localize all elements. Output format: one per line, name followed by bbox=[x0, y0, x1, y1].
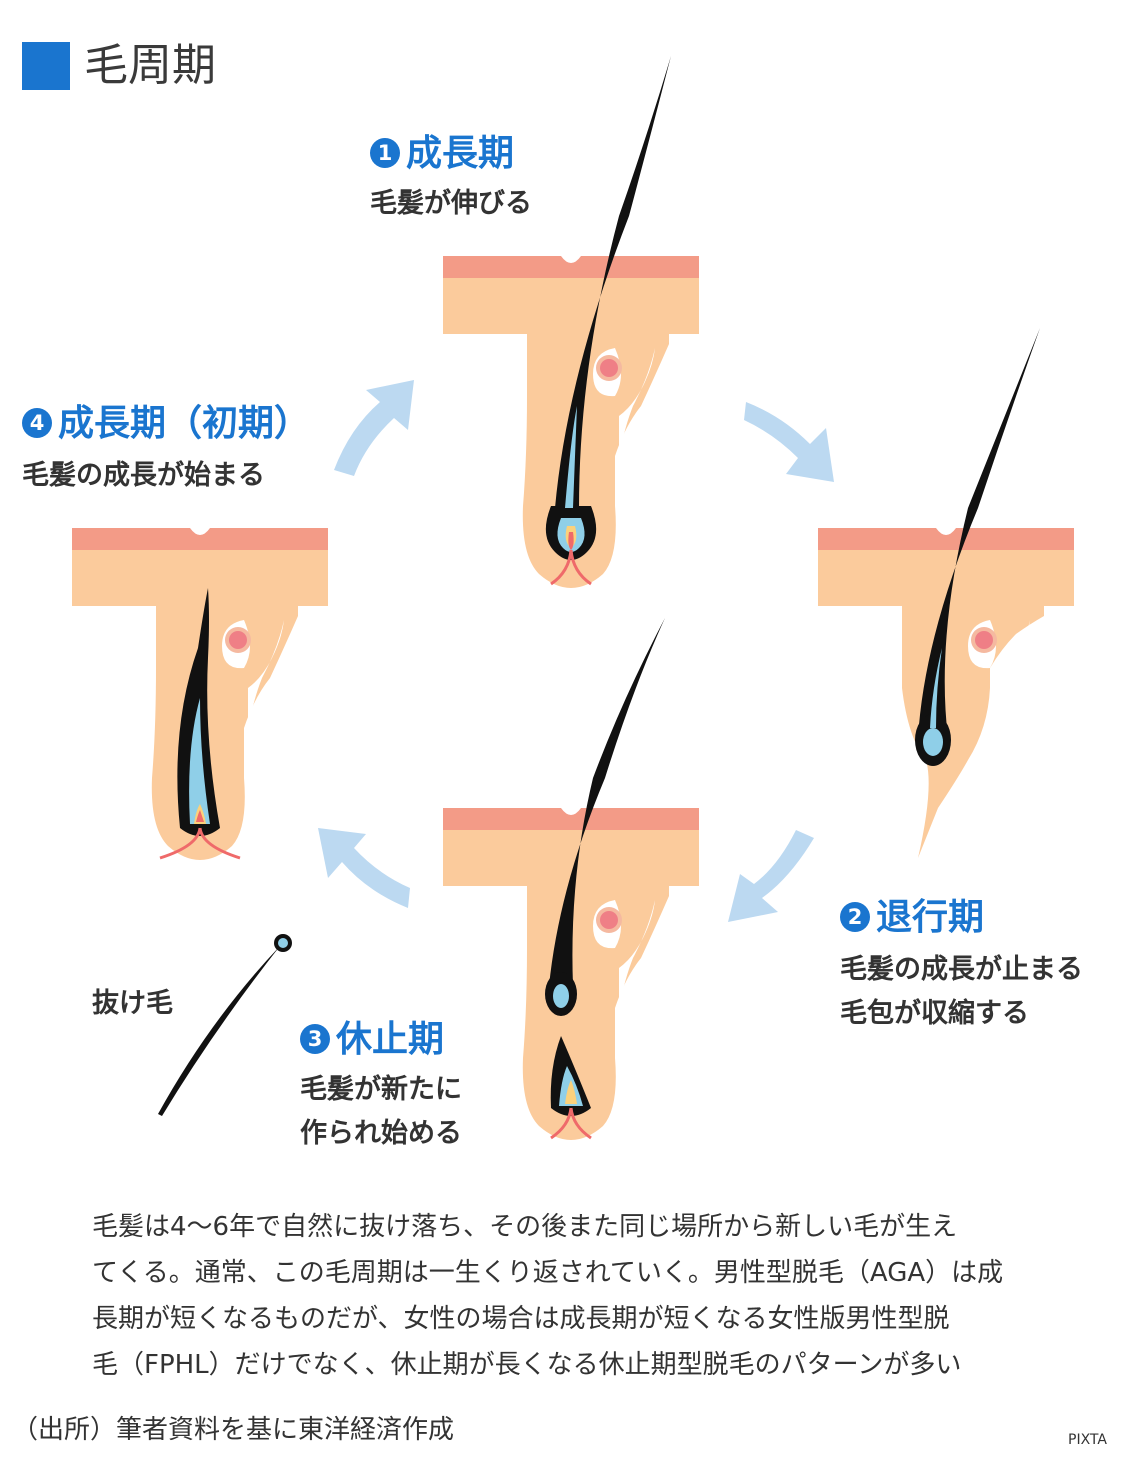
phase-3-desc-line-1: 毛髪が新たに bbox=[300, 1074, 462, 1105]
phase-1-number: 1 bbox=[370, 138, 400, 168]
arrow-telogen-to-early-anagen bbox=[318, 828, 410, 908]
cycle-arrows bbox=[318, 380, 834, 922]
hair-cycle-diagram bbox=[72, 56, 1074, 1140]
phase-2-desc-line-1: 毛髪の成長が止まる bbox=[840, 954, 1083, 985]
shed-hair-label: 抜け毛 bbox=[92, 988, 173, 1019]
phase-3-number: 3 bbox=[300, 1024, 330, 1054]
follicle-anagen bbox=[443, 56, 699, 588]
arrow-catagen-to-telogen bbox=[728, 830, 814, 922]
caption-line: てくる。通常、この毛周期は一生くり返されていく。男性型脱毛（AGA）は成 bbox=[92, 1258, 1004, 1288]
caption-line: 毛（FPHL）だけでなく、休止期が長くなる休止期型脱毛のパターンが多い bbox=[92, 1350, 962, 1380]
phase-2-desc-line-2: 毛包が収縮する bbox=[840, 998, 1029, 1029]
phase-4-desc: 毛髪の成長が始まる bbox=[22, 460, 265, 491]
caption-line: 長期が短くなるものだが、女性の場合は成長期が短くなる女性版男性型脱 bbox=[92, 1304, 950, 1334]
caption: 毛髪は4〜6年で自然に抜け落ち、その後また同じ場所から新しい毛が生え てくる。通… bbox=[92, 1204, 1072, 1388]
phase-3-desc-line-2: 作られ始める bbox=[300, 1118, 462, 1149]
page-title: 毛周期 bbox=[84, 40, 216, 91]
source-note: （出所）筆者資料を基に東洋経済作成 bbox=[12, 1415, 455, 1445]
phase-4-number: 4 bbox=[22, 408, 52, 438]
image-credit: PIXTA bbox=[1068, 1432, 1107, 1448]
phase-1-desc: 毛髪が伸びる bbox=[370, 188, 532, 219]
phase-2-number: 2 bbox=[840, 902, 870, 932]
follicle-catagen bbox=[818, 328, 1074, 858]
arrow-early-anagen-to-anagen bbox=[334, 380, 414, 476]
follicle-early-anagen bbox=[72, 528, 328, 860]
title-marker bbox=[22, 42, 70, 90]
arrow-anagen-to-catagen bbox=[744, 402, 834, 482]
caption-line: 毛髪は4〜6年で自然に抜け落ち、その後また同じ場所から新しい毛が生え bbox=[92, 1212, 958, 1242]
shed-hair bbox=[158, 934, 292, 1116]
follicle-telogen bbox=[443, 618, 699, 1140]
